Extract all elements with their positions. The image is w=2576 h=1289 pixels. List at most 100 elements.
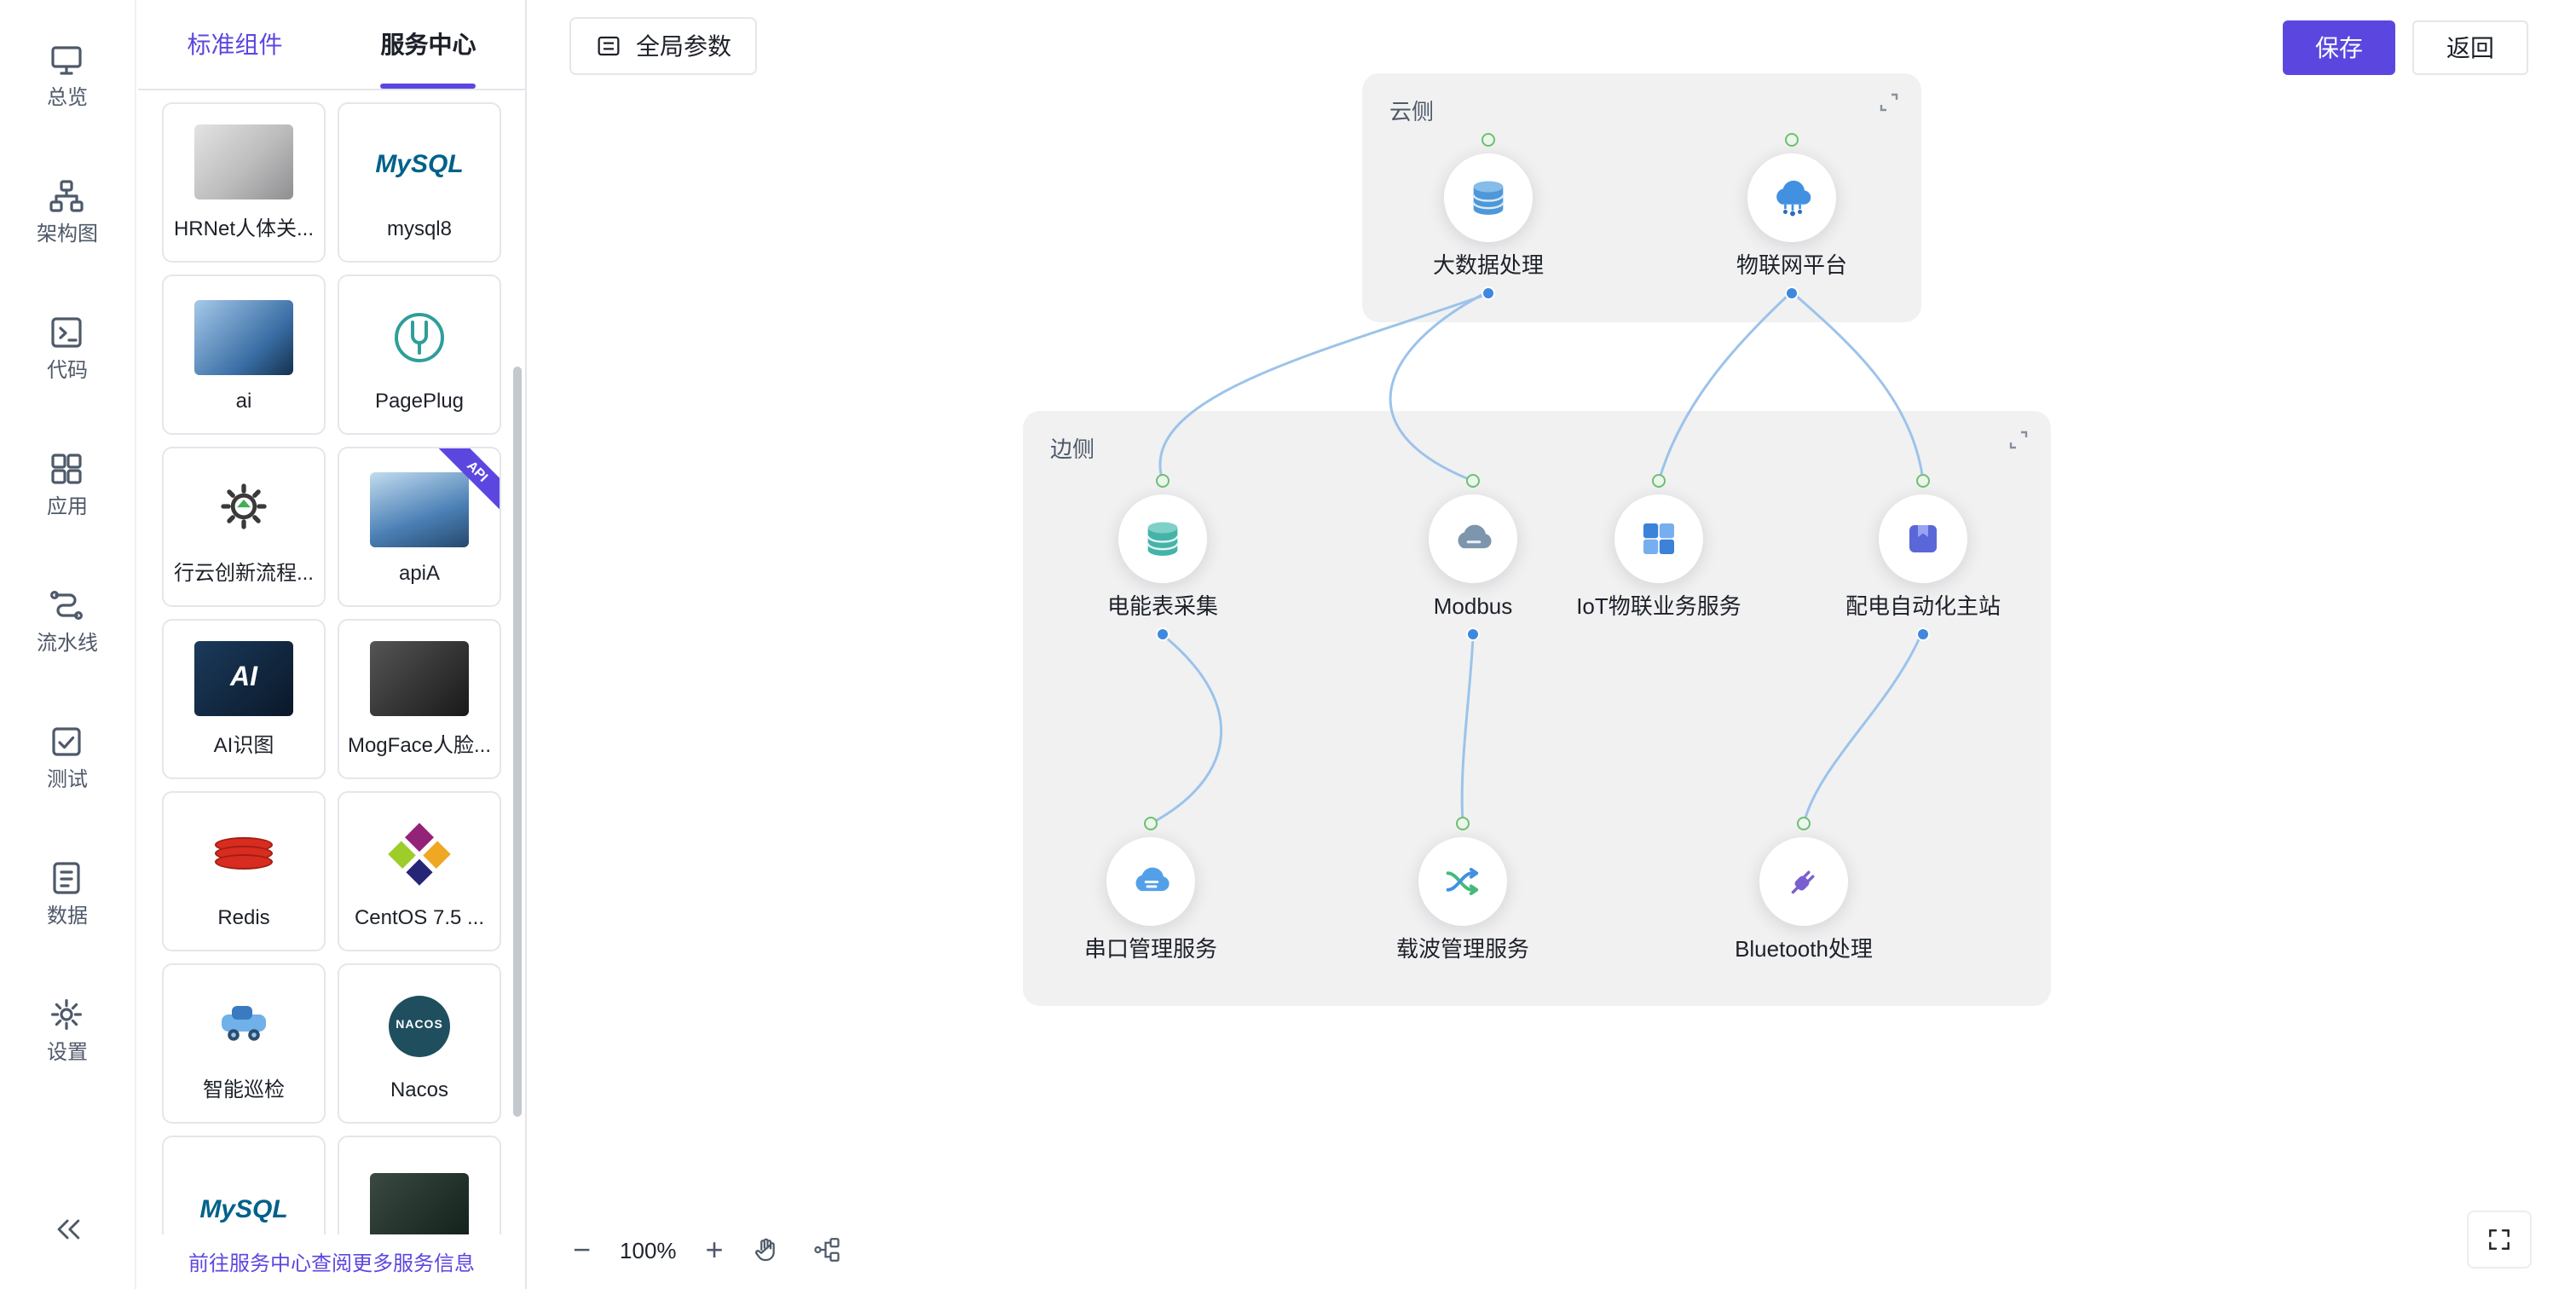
service-card-list: HRNet人体关... MySQL mysql8 ai PagePlug [138,90,525,1289]
target-anchor-dot[interactable] [1916,627,1930,641]
group-collapse-icon[interactable] [2008,430,2029,450]
cloud-serial-icon [1135,866,1169,891]
group-collapse-icon[interactable] [1879,92,1899,113]
tab-service-center[interactable]: 服务中心 [332,0,525,89]
service-card-mogface[interactable]: MogFace人脸... [338,619,501,779]
service-card-flow[interactable]: 行云创新流程... [162,447,326,607]
node-modbus[interactable]: Modbus [1371,474,1575,641]
panel-tabs: 标准组件 服务中心 [138,0,525,90]
nav-label: 数据 [46,904,88,928]
save-button[interactable]: 保存 [2283,20,2395,75]
nav-item-architecture[interactable]: 架构图 [37,177,98,246]
node-label: 电能表采集 [1106,593,1218,619]
database-icon [1472,181,1505,215]
pageplug-plug-icon [395,312,444,361]
nav-label: 设置 [46,1040,88,1064]
nav-item-test[interactable]: 测试 [47,723,88,791]
node-distribution-master[interactable]: 配电自动化主站 [1821,474,2025,641]
node-bigdata[interactable]: 大数据处理 [1386,133,1591,300]
nav-item-overview[interactable]: 总览 [47,41,88,109]
zoom-level: 100% [620,1237,677,1263]
zoom-out-button[interactable]: − [573,1233,592,1267]
flow-canvas[interactable]: 全局参数 保存 返回 云侧 边侧 大数据处理 [528,0,2576,1289]
fullscreen-icon [2489,1229,2510,1250]
node-iot-business-service[interactable]: IoT物联业务服务 [1557,474,1761,621]
node-carrier-service[interactable]: 载波管理服务 [1360,817,1565,963]
test-icon [53,727,82,756]
card-label: Redis [217,905,270,928]
global-params-button[interactable]: 全局参数 [569,17,757,75]
card-label: ai [235,388,252,412]
nav-item-code[interactable]: 代码 [47,314,88,382]
card-label: CentOS 7.5 ... [354,905,485,928]
service-card-patrol[interactable]: 智能巡检 [162,963,326,1124]
target-anchor-dot[interactable] [1156,627,1170,641]
plug-icon [1791,870,1815,894]
node-label: 串口管理服务 [1083,936,1217,962]
nav-item-data[interactable]: 数据 [47,859,88,928]
panel-scrollbar-thumb[interactable] [513,367,522,1117]
service-center-link[interactable]: 前往服务中心查阅更多服务信息 [138,1234,525,1289]
global-params-icon [598,36,620,56]
service-card-pageplug[interactable]: PagePlug [338,275,501,435]
nav-label: 流水线 [36,631,98,655]
auto-layout-icon[interactable] [812,1234,843,1265]
node-label: Bluetooth处理 [1735,936,1873,962]
source-anchor-dot[interactable] [1481,133,1495,147]
source-anchor-dot[interactable] [1652,474,1666,488]
service-card-hrnet[interactable]: HRNet人体关... [162,102,326,263]
target-anchor-dot[interactable] [1466,627,1480,641]
service-card-nacos[interactable]: NACOS Nacos [338,963,501,1124]
node-meter-collection[interactable]: 电能表采集 [1060,474,1265,641]
service-card-ai[interactable]: ai [162,275,326,435]
nav-label: 应用 [46,494,88,518]
node-label: 物联网平台 [1736,252,1847,278]
nav-item-settings[interactable]: 设置 [47,996,88,1064]
service-card-apia[interactable]: API apiA [338,447,501,607]
card-label: MogFace人脸... [347,733,492,757]
target-anchor-dot[interactable] [1481,286,1495,300]
node-iot-platform[interactable]: 物联网平台 [1689,133,1894,300]
node-label: IoT物联业务服务 [1576,593,1741,619]
source-anchor-dot[interactable] [1785,133,1799,147]
card-label: PagePlug [374,388,465,412]
apps-icon [52,454,83,484]
source-anchor-dot[interactable] [1466,474,1480,488]
service-card-mysql8[interactable]: MySQL mysql8 [338,102,501,263]
node-bluetooth-processing[interactable]: Bluetooth处理 [1701,817,1906,963]
source-anchor-dot[interactable] [1144,817,1158,830]
tab-standard-components[interactable]: 标准组件 [187,31,283,58]
code-icon [52,317,83,348]
service-card-ai-vision[interactable]: AI AI识图 [162,619,326,779]
nav-item-pipeline[interactable]: 流水线 [37,587,98,655]
back-button[interactable]: 返回 [2412,20,2528,75]
source-anchor-dot[interactable] [1456,817,1470,830]
source-anchor-dot[interactable] [1916,474,1930,488]
mogface-thumbnail [370,641,469,716]
nav-item-apps[interactable]: 应用 [47,450,88,518]
source-anchor-dot[interactable] [1797,817,1811,830]
card-label: HRNet人体关... [173,217,314,240]
node-serial-service[interactable]: 串口管理服务 [1048,817,1253,963]
source-anchor-dot[interactable] [1156,474,1170,488]
fullscreen-button[interactable] [2467,1211,2532,1269]
shuffle-icon [1446,867,1479,896]
double-chevron-left-icon [56,1219,79,1240]
node-label: 配电自动化主站 [1845,593,2001,619]
collapse-sidebar-button[interactable] [50,1212,84,1255]
nav-label: 代码 [46,358,88,382]
overview-icon [52,46,83,75]
left-nav-rail: 总览 架构图 代码 应用 流水线 测试 数据 设置 [0,0,136,1289]
pan-hand-icon[interactable] [753,1234,783,1265]
component-panel: 标准组件 服务中心 HRNet人体关... MySQL mysql8 ai Pa… [138,0,527,1289]
cloud-icon [1457,523,1491,548]
ai-vision-thumbnail: AI [194,641,293,716]
group-label: 边侧 [1050,436,1095,462]
node-label: 载波管理服务 [1395,936,1529,962]
zoom-in-button[interactable]: + [705,1233,724,1267]
target-anchor-dot[interactable] [1785,286,1799,300]
service-card-centos[interactable]: CentOS 7.5 ... [338,791,501,951]
card-label: 智能巡检 [202,1078,285,1101]
group-label: 云侧 [1389,99,1435,124]
service-card-redis[interactable]: Redis [162,791,326,951]
